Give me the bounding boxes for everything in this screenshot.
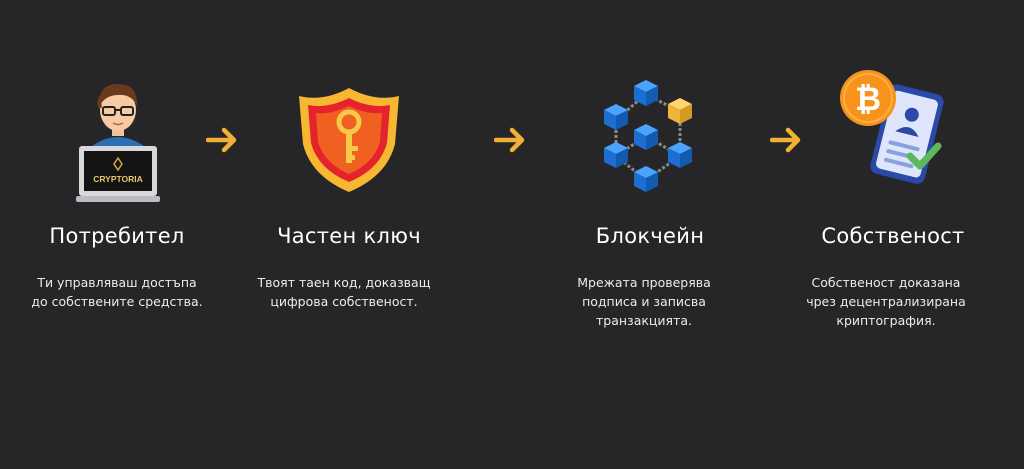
- arrow-right-icon: [206, 127, 237, 153]
- bitcoin-ownership-icon: ₿: [840, 70, 944, 184]
- step-title-user: Потребител: [49, 224, 185, 248]
- blockchain-cubes-icon: [604, 80, 692, 192]
- arrow-right-icon: [494, 127, 525, 153]
- arrow-right-icon: [770, 127, 801, 153]
- step-description-user: Ти управляваш достъпа до собствените сре…: [31, 275, 203, 309]
- step-title-blockchain: Блокчейн: [595, 224, 705, 248]
- svg-text:₿: ₿: [855, 80, 881, 118]
- step-description-ownership: Собственост доказана чрез децентрализира…: [806, 275, 966, 328]
- step-title-ownership: Собственост: [821, 224, 965, 248]
- laptop-brand-label: CRYPTORIA: [93, 174, 143, 184]
- step-title-private-key: Частен ключ: [277, 224, 421, 248]
- step-description-blockchain: Мрежата проверява подписа и записва тран…: [577, 275, 711, 328]
- user-laptop-icon: CRYPTORIA: [76, 84, 160, 202]
- step-description-private-key: Твоят таен код, доказващ цифрова собстве…: [257, 275, 431, 309]
- shield-key-icon: [299, 88, 399, 192]
